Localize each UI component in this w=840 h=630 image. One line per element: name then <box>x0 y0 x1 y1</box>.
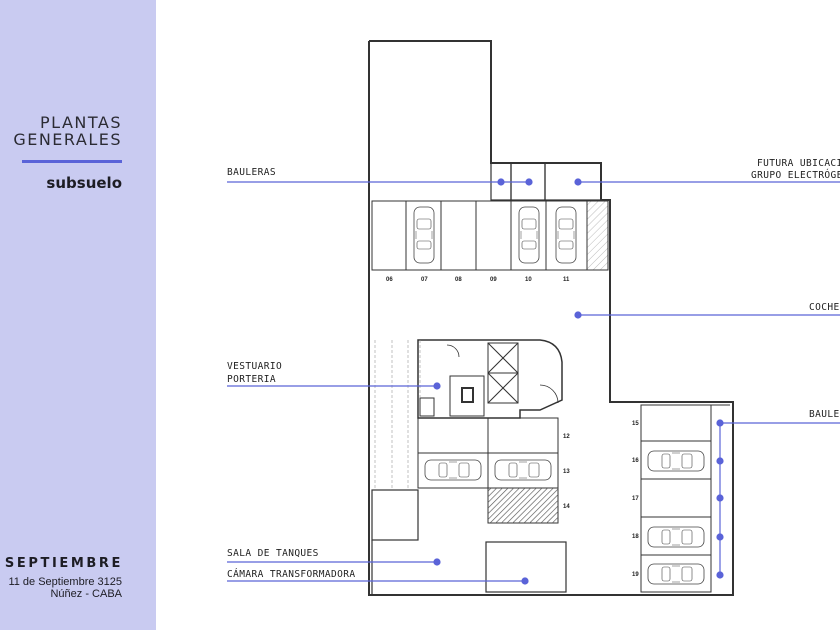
callout-lines <box>227 178 840 585</box>
parking-number: 12 <box>563 434 570 440</box>
label-bauleras-right: BAULERAS <box>809 409 840 420</box>
building-outline <box>368 40 734 596</box>
car-icon <box>494 459 552 481</box>
car-icon <box>647 450 705 472</box>
label-sala-tanques: SALA DE TANQUES <box>227 548 319 559</box>
address-line-2: Núñez - CABA <box>50 588 122 600</box>
section-title: PLANTAS GENERALES <box>0 114 122 148</box>
parking-number: 17 <box>632 496 639 502</box>
label-vestuario: VESTUARIO <box>227 361 282 372</box>
ramp-dashed <box>374 340 421 490</box>
parking-number: 19 <box>632 572 639 578</box>
ramp-hatch <box>586 200 609 271</box>
parking-numbers-right: 15 16 17 18 19 <box>632 421 639 578</box>
floor-plan: 06 07 08 09 10 11 12 13 <box>227 40 840 596</box>
parking-number: 06 <box>386 277 393 283</box>
title-line-1: PLANTAS <box>40 113 122 132</box>
lower-rooms <box>371 489 567 595</box>
project-address: 11 de Septiembre 3125 Núñez - CABA <box>8 576 122 600</box>
section-subtitle: subsuelo <box>46 174 122 192</box>
callout-labels: BAULERAS FUTURA UBICACIÓN GRUPO ELECTRÓG… <box>227 157 840 580</box>
label-cocheras: COCHERAS <box>809 302 840 313</box>
parking-row-top <box>371 200 588 271</box>
address-line-1: 11 de Septiembre 3125 <box>8 576 122 588</box>
service-core <box>417 339 563 419</box>
parking-numbers-middle: 12 13 14 <box>563 434 570 510</box>
sidebar: PLANTAS GENERALES subsuelo SEPTIEMBRE 11… <box>0 0 156 630</box>
parking-number: 07 <box>421 277 428 283</box>
parking-numbers-top: 06 07 08 09 10 11 <box>386 277 570 283</box>
parking-number: 18 <box>632 534 639 540</box>
parking-number: 15 <box>632 421 639 427</box>
title-line-2: GENERALES <box>13 130 122 149</box>
parking-number: 13 <box>563 469 570 475</box>
parking-number: 10 <box>525 277 532 283</box>
project-name: SEPTIEMBRE <box>4 556 123 571</box>
car-icon <box>518 206 540 264</box>
title-underline <box>22 160 122 163</box>
parking-number: 11 <box>563 277 570 283</box>
parking-number: 14 <box>563 504 570 510</box>
car-icon <box>413 206 435 264</box>
car-icon <box>555 206 577 264</box>
label-grupo-electrogeno: GRUPO ELECTRÓGENO <box>751 169 840 181</box>
parking-number: 09 <box>490 277 497 283</box>
label-camara-transformadora: CÁMARA TRANSFORMADORA <box>227 568 356 580</box>
label-futura-ubicacion: FUTURA UBICACIÓN <box>757 157 840 169</box>
label-porteria: PORTERIA <box>227 374 276 385</box>
car-icon <box>647 526 705 548</box>
parking-row-right <box>640 404 730 593</box>
label-bauleras-left: BAULERAS <box>227 167 276 178</box>
parking-number: 16 <box>632 458 639 464</box>
hatched-area <box>488 488 558 523</box>
parking-number: 08 <box>455 277 462 283</box>
car-icon <box>424 459 482 481</box>
car-icon <box>647 563 705 585</box>
